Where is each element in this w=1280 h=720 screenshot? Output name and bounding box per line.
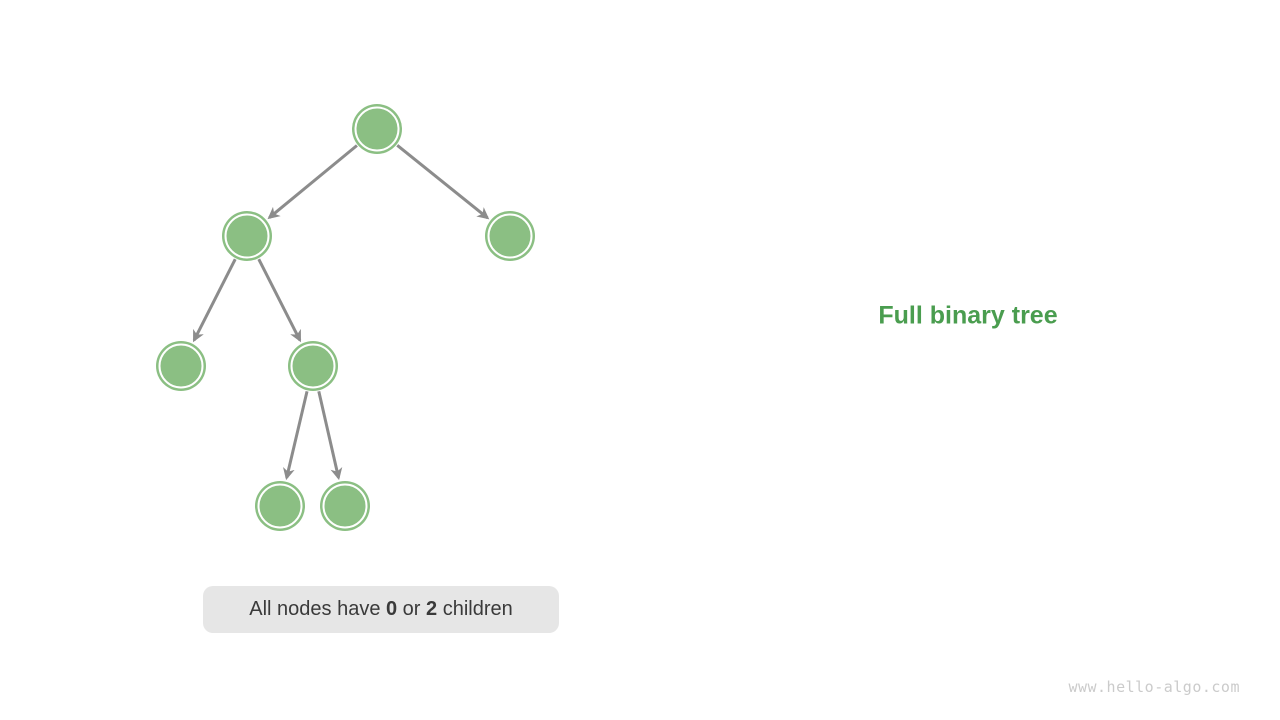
watermark: www.hello-algo.com bbox=[1068, 678, 1240, 696]
diagram-title: Full binary tree bbox=[878, 301, 1058, 330]
node-ring bbox=[290, 343, 336, 389]
tree-node-level3-right bbox=[288, 341, 338, 391]
tree-edge bbox=[396, 144, 490, 220]
caption-pill: All nodes have 0 or 2 children bbox=[203, 586, 559, 633]
node-circle bbox=[255, 481, 305, 531]
tree-node-level2-right bbox=[485, 211, 535, 261]
tree-edges bbox=[192, 144, 490, 481]
node-circle bbox=[222, 211, 272, 261]
tree-node-level3-left bbox=[156, 341, 206, 391]
node-ring bbox=[322, 483, 368, 529]
node-ring bbox=[224, 213, 270, 259]
node-ring bbox=[257, 483, 303, 529]
caption-bold-two: 2 bbox=[426, 598, 438, 620]
node-ring bbox=[158, 343, 204, 389]
tree-edge bbox=[267, 144, 358, 220]
tree-node-root bbox=[352, 104, 402, 154]
node-circle bbox=[156, 341, 206, 391]
node-circle bbox=[320, 481, 370, 531]
tree-node-level4-left bbox=[255, 481, 305, 531]
tree-edge bbox=[317, 391, 343, 481]
tree-nodes bbox=[156, 104, 535, 531]
node-ring bbox=[487, 213, 533, 259]
caption-text-prefix: All nodes have bbox=[249, 598, 386, 620]
tree-edge bbox=[283, 390, 309, 481]
node-circle bbox=[288, 341, 338, 391]
node-circle bbox=[352, 104, 402, 154]
node-ring bbox=[354, 106, 400, 152]
caption-text-middle: or bbox=[397, 598, 427, 620]
tree-node-level2-left bbox=[222, 211, 272, 261]
caption-text-suffix: children bbox=[437, 598, 513, 620]
tree-node-level4-right bbox=[320, 481, 370, 531]
tree-edge bbox=[257, 258, 302, 343]
node-circle bbox=[485, 211, 535, 261]
tree-edge bbox=[192, 258, 237, 343]
caption-bold-zero: 0 bbox=[386, 598, 398, 620]
